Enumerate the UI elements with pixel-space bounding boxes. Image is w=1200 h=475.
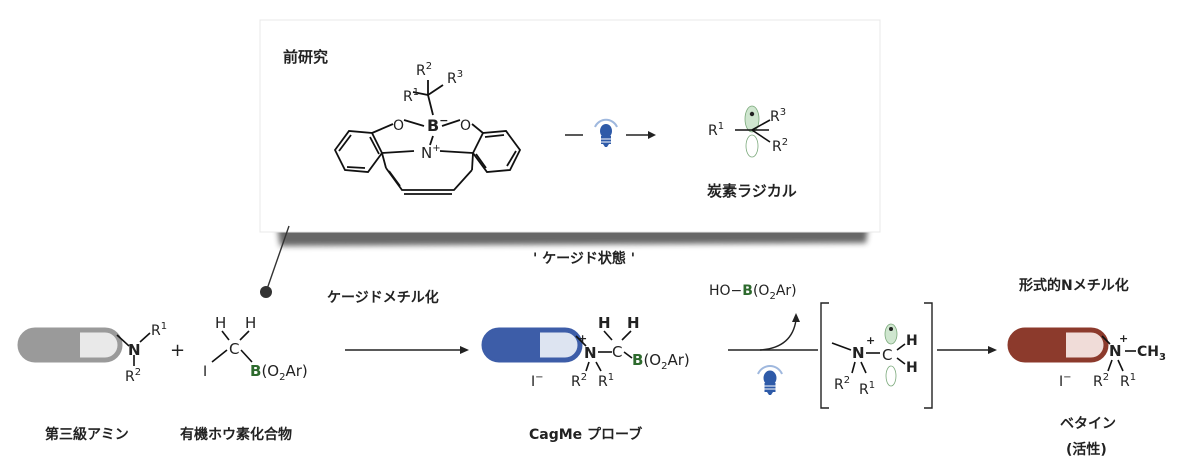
complex-oxygen-left: O (393, 118, 404, 134)
product-nitrogen-charge: + (1119, 332, 1128, 345)
probe-boronate: B(O2Ar) (632, 351, 690, 372)
lightbulb-icon (594, 118, 618, 147)
intermediate-bracket-left (820, 302, 829, 409)
boron-complex-structure (333, 80, 522, 195)
radical-r1: R1 (708, 121, 724, 139)
capsule-icon (481, 327, 583, 363)
carbon-radical-label: 炭素ラジカル (707, 182, 797, 200)
amine-label: 第三級アミン (45, 426, 129, 443)
product-sublabel: (活性) (1066, 441, 1107, 458)
product-label: ベタイン (1060, 416, 1116, 432)
amine-r1: R1 (151, 321, 167, 339)
complex-r1: R1 (403, 87, 419, 105)
reagent-iodine: I (203, 364, 207, 380)
complex-r2: R2 (416, 61, 432, 79)
product-nitrogen: N (1109, 342, 1122, 360)
amine-r2: R2 (125, 367, 141, 385)
complex-boron: B− (427, 114, 448, 135)
radical-r3: R3 (770, 107, 786, 125)
probe-counterion: I− (531, 372, 544, 390)
product-r2: R2 (1093, 372, 1109, 390)
plus-sign: + (170, 340, 185, 361)
card-pointer-line (265, 225, 290, 293)
product-heading: 形式的Nメチル化 (1019, 277, 1129, 294)
probe-h2: H (627, 314, 640, 332)
intermediate-r2: R2 (834, 375, 850, 393)
product-counterion: I− (1059, 372, 1072, 390)
complex-r3: R3 (447, 69, 463, 87)
reagent-h2: H (245, 314, 256, 332)
intermediate-carbon: C (882, 346, 892, 364)
intermediate-h2: H (906, 360, 918, 376)
reagent-h1: H (215, 314, 226, 332)
capsule-icon (1007, 327, 1109, 363)
intermediate-h1: H (906, 333, 918, 349)
card-pointer-dot (260, 286, 272, 298)
previous-work-card: 前研究 (259, 19, 881, 246)
byproduct: HO−B(O2Ar) (709, 283, 797, 302)
complex-nitrogen: N+ (421, 143, 441, 162)
cage-state-label: ' ケージド状態 ' (533, 250, 635, 267)
radical-r2: R2 (772, 137, 788, 155)
product-methyl: CH3 (1137, 344, 1166, 363)
carbon-radical-structure (735, 105, 771, 158)
previous-work-heading: 前研究 (283, 48, 328, 66)
probe-carbon: C (612, 343, 622, 361)
probe-h1: H (598, 314, 611, 332)
reagent-label: 有機ホウ素化合物 (180, 426, 292, 443)
amine-nitrogen: N (128, 341, 141, 359)
reagent-boronate: B(O2Ar) (250, 362, 308, 383)
methylation-label: ケージドメチル化 (327, 289, 439, 306)
probe-label: CagMe プローブ (529, 426, 642, 443)
lightbulb-icon (757, 365, 783, 395)
byproduct-release-arrow (759, 319, 797, 351)
probe-r2: R2 (571, 372, 587, 390)
intermediate-nitrogen: N (852, 344, 865, 362)
probe-nitrogen-charge: + (578, 332, 587, 345)
reagent-carbon: C (229, 340, 239, 358)
intermediate-bracket-right (924, 302, 933, 409)
complex-oxygen-right: O (460, 118, 471, 134)
product-r1: R1 (1120, 372, 1136, 390)
probe-r1: R1 (598, 372, 614, 390)
intermediate-r1: R1 (859, 380, 875, 398)
capsule-icon (17, 327, 123, 363)
intermediate-nitrogen-charge: + (866, 334, 875, 347)
probe-nitrogen: N (584, 344, 597, 362)
